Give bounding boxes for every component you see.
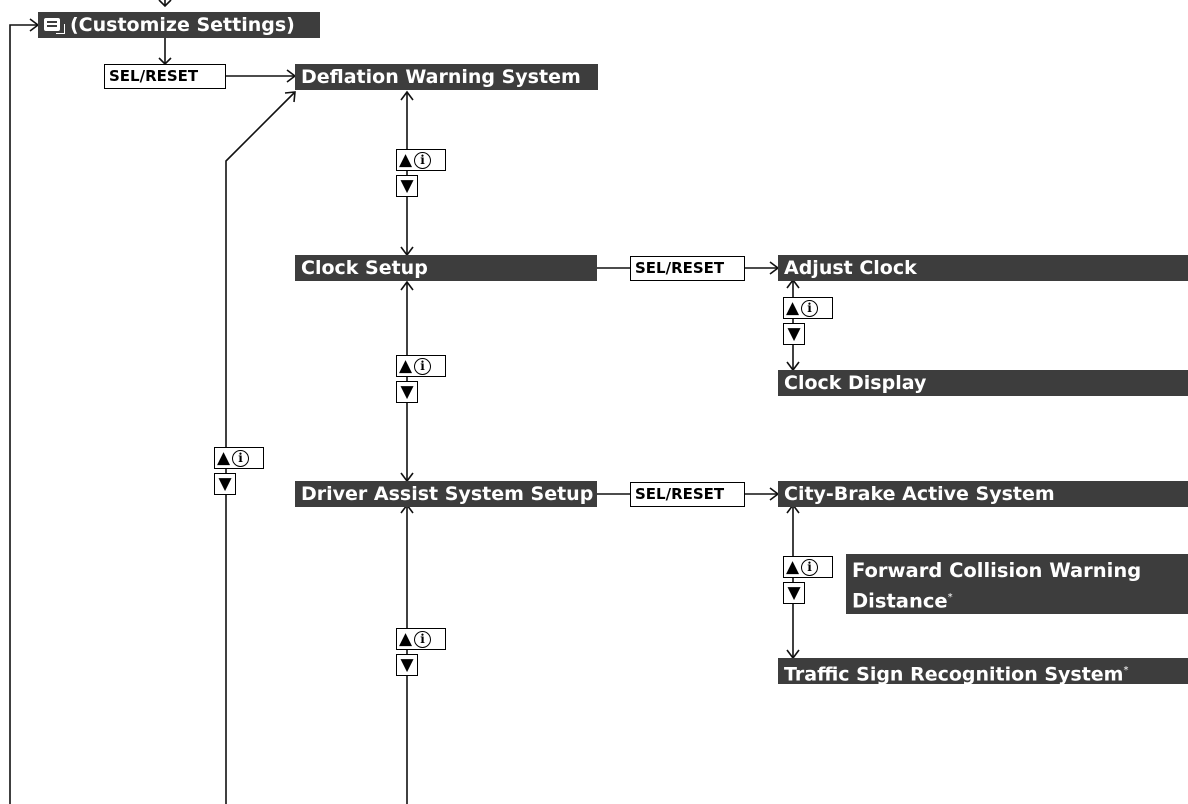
up-info-button[interactable]: ▲i [214, 447, 264, 469]
down-arrow-icon: ▼ [400, 381, 414, 402]
forward-collision-line2: Distance [852, 589, 948, 613]
menu-settings-icon [44, 17, 65, 34]
up-info-button[interactable]: ▲i [396, 355, 446, 377]
traffic-sign-label: Traffic Sign Recognition System [784, 663, 1124, 684]
up-arrow-icon: ▲ [786, 297, 800, 318]
adjust-clock-node: Adjust Clock [778, 255, 1188, 281]
forward-collision-line1: Forward Collision Warning [852, 559, 1142, 582]
info-icon: i [232, 449, 250, 467]
traffic-sign-recognition-system-node: Traffic Sign Recognition System* [778, 658, 1188, 684]
clock-setup-node: Clock Setup [295, 255, 597, 281]
asterisk-mark: * [1123, 665, 1129, 676]
info-icon: i [414, 357, 432, 375]
customize-settings-title: (Customize Settings) [70, 14, 295, 36]
up-info-button[interactable]: ▲i [396, 149, 446, 171]
clock-display-node: Clock Display [778, 370, 1188, 396]
forward-collision-warning-distance-node: Forward Collision Warning Distance* [846, 554, 1188, 614]
info-icon: i [414, 151, 432, 169]
info-icon: i [414, 630, 432, 648]
info-icon: i [801, 558, 819, 576]
sel-reset-button-1[interactable]: SEL/RESET [104, 64, 226, 89]
info-icon: i [801, 299, 819, 317]
deflation-warning-system-node: Deflation Warning System [295, 64, 598, 90]
up-arrow-icon: ▲ [399, 149, 413, 170]
driver-assist-system-setup-node: Driver Assist System Setup [295, 481, 597, 507]
customize-settings-header: (Customize Settings) [38, 12, 320, 38]
down-button[interactable]: ▼ [396, 654, 418, 676]
up-info-button[interactable]: ▲i [783, 297, 833, 319]
down-button[interactable]: ▼ [783, 323, 805, 345]
sel-reset-button-driver-assist[interactable]: SEL/RESET [630, 482, 745, 507]
up-info-button[interactable]: ▲i [396, 628, 446, 650]
down-button[interactable]: ▼ [214, 473, 236, 495]
up-arrow-icon: ▲ [399, 355, 413, 376]
down-button[interactable]: ▼ [783, 582, 805, 604]
down-arrow-icon: ▼ [787, 323, 801, 344]
down-arrow-icon: ▼ [400, 175, 414, 196]
sel-reset-button-clock[interactable]: SEL/RESET [630, 256, 745, 281]
city-brake-active-system-node: City-Brake Active System [778, 481, 1188, 507]
down-button[interactable]: ▼ [396, 381, 418, 403]
up-arrow-icon: ▲ [399, 628, 413, 649]
asterisk-mark: * [947, 592, 953, 603]
up-arrow-icon: ▲ [786, 556, 800, 577]
down-button[interactable]: ▼ [396, 175, 418, 197]
down-arrow-icon: ▼ [218, 473, 232, 494]
down-arrow-icon: ▼ [400, 654, 414, 675]
up-info-button[interactable]: ▲i [783, 556, 833, 578]
down-arrow-icon: ▼ [787, 582, 801, 603]
up-arrow-icon: ▲ [217, 447, 231, 468]
